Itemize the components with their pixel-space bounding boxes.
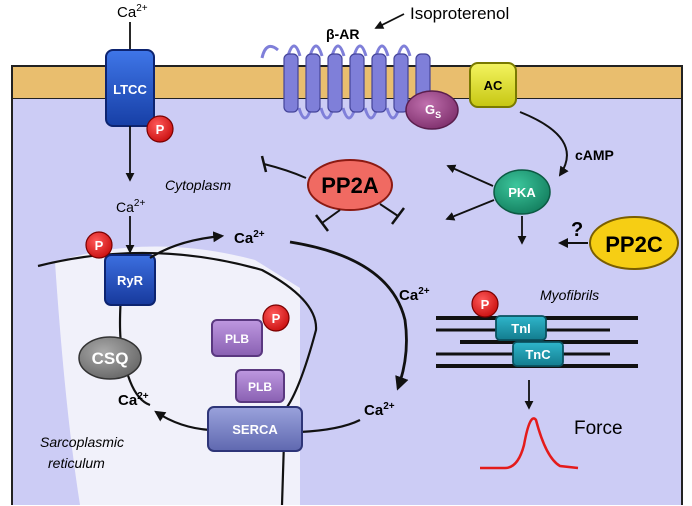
pka-kinase[interactable] [493,169,551,215]
beta-ar-receptor[interactable] [260,44,432,120]
cell-outline [11,99,683,505]
ltcc-label: LTCC [113,82,147,97]
serca-uptake-arrow [156,412,361,434]
tnc-protein[interactable] [512,341,564,367]
cytosolic-ca-label: Ca2+ [116,198,145,215]
pka-to-ltcc-arrow [446,164,494,187]
plb-protein[interactable] [235,369,285,403]
pp2a-inhibit-ltcc-bar [260,155,268,173]
tni-phospho-label: P [481,297,490,312]
pp2c-unknown-mark: ? [571,219,583,241]
ryr-phospho-label: P [95,238,104,253]
pp2a-inhibit-plb-bar [391,207,405,225]
ac-label: AC [484,78,503,93]
diffusing-ca-label: Ca2+ [399,286,430,304]
released-ca-label: Ca2+ [234,229,265,247]
ryr-channel[interactable] [104,254,156,306]
plb-phospho-protein-label: PLB [225,332,249,346]
isoproterenol-label: Isoproterenol [410,4,509,23]
sr-label-line2: reticulum [48,455,105,471]
force-label: Force [574,418,623,439]
tni-label: TnI [511,321,531,336]
tni-phospho-badge [471,290,499,318]
pp2c-label: PP2C [605,232,663,257]
pp2a-inhibit-plb [379,203,399,217]
pp2a-inhibit-ryr [321,209,341,224]
pp2a-phosphatase[interactable] [307,159,393,211]
ryr-phospho-badge [85,231,113,259]
plb-protein-phosphorylated[interactable] [211,319,263,357]
ltcc-phospho-badge [146,115,174,143]
ryr-release-arrow [149,231,225,259]
adenylyl-cyclase[interactable] [469,62,517,108]
plb-label: PLB [248,380,272,394]
ca-diffusion-arrow [289,240,409,391]
csq-protein[interactable] [78,336,142,380]
pp2a-label: PP2A [321,173,379,198]
csq-label: CSQ [92,349,129,368]
serca-label: SERCA [232,422,278,437]
ltcc-phospho-label: P [156,122,165,137]
tnc-label: TnC [525,347,551,362]
ltcc-extracellular-ca-label: Ca2+ [117,3,148,21]
plb-phospho-label: P [272,311,281,326]
myofibrils-label: Myofibrils [540,287,599,303]
camp-label: cAMP [575,147,614,163]
sr-luminal-ca-label: Ca2+ [118,391,149,409]
force-curve [480,417,579,470]
pp2c-phosphatase[interactable] [589,216,679,270]
beta-ar-label: β-AR [326,26,359,42]
sr-label-line1: Sarcoplasmic [40,434,124,450]
tni-protein[interactable] [495,315,547,341]
ryr-label: RyR [117,273,144,288]
pka-label: PKA [508,185,536,200]
gs-protein[interactable] [405,90,459,130]
sr-membrane-curve [37,251,318,506]
serca-ca-label: Ca2+ [364,401,395,419]
pka-to-plb-arrow [445,199,495,221]
gs-label: GS [425,102,441,120]
camp-arrow [519,111,569,177]
plb-phospho-badge [262,304,290,332]
pp2a-inhibit-ryr-bar [315,214,329,232]
serca-pump[interactable] [207,406,303,452]
isoproterenol-arrow [374,13,405,29]
pp2a-inhibit-ltcc [263,163,307,179]
cytoplasm-label: Cytoplasm [165,177,231,193]
